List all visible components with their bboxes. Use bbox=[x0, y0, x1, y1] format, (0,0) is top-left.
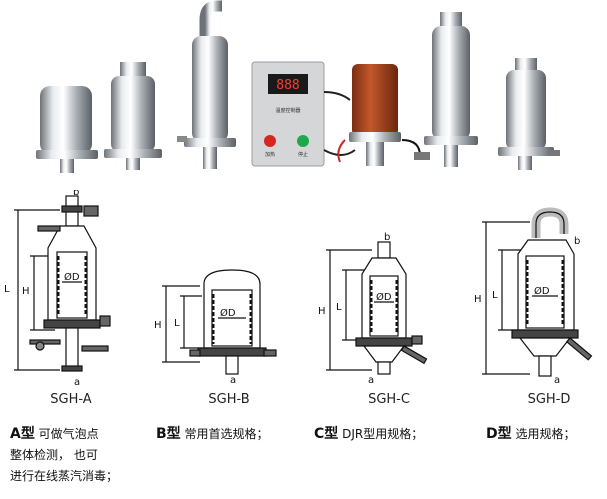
dim-label-a: a bbox=[368, 375, 374, 386]
dim-label-h: H bbox=[22, 286, 30, 297]
caption-d-letter: D bbox=[486, 426, 498, 442]
dim-label-b: b bbox=[73, 190, 79, 198]
caption-a-line-3: 进行在线蒸汽消毒； bbox=[10, 469, 119, 483]
dim-label-b: b bbox=[574, 236, 580, 247]
dim-label-l: L bbox=[174, 318, 180, 329]
dim-label-b: b bbox=[384, 232, 390, 243]
dim-label-h: H bbox=[474, 294, 482, 305]
caption-d-suffix: 型 bbox=[497, 426, 512, 442]
dim-label-h: H bbox=[154, 320, 162, 331]
heat-button-label: 加热 bbox=[265, 151, 275, 158]
stop-button-label: 停止 bbox=[298, 151, 308, 158]
dim-label-l: L bbox=[4, 284, 10, 295]
controller-box: 888 温度控制器 加热 停止 bbox=[251, 61, 356, 167]
dim-label-l: L bbox=[336, 302, 342, 313]
model-label-sgh-b: SGH-B bbox=[208, 392, 250, 407]
diagram-sgh-b: H L ØD a bbox=[154, 269, 277, 386]
dim-label-d: ØD bbox=[534, 285, 550, 297]
caption-a-suffix: 型 bbox=[20, 426, 35, 442]
stop-button bbox=[297, 135, 309, 147]
housing-photo-2 bbox=[104, 62, 162, 170]
diagram-sgh-a: L H ØD b a bbox=[4, 190, 111, 388]
caption-b-line-1: 常用首选规格； bbox=[184, 427, 269, 441]
caption-c-suffix: 型 bbox=[324, 426, 339, 442]
caption-a-line-2: 整体检测， 也可 bbox=[10, 448, 98, 462]
housing-photo-3 bbox=[177, 0, 236, 169]
caption-b: B型 常用首选规格； bbox=[156, 424, 269, 445]
caption-a-line-1: 可做气泡点 bbox=[38, 427, 99, 441]
dim-label-d: ØD bbox=[220, 307, 236, 319]
dim-label-l: L bbox=[492, 290, 498, 301]
heat-button bbox=[264, 135, 276, 147]
housing-photo-heater bbox=[337, 64, 421, 166]
caption-c-line-1: DJR型用规格； bbox=[342, 427, 424, 441]
dim-label-d: ØD bbox=[64, 271, 80, 283]
dim-label-a: a bbox=[554, 375, 560, 386]
caption-c: C型 DJR型用规格； bbox=[314, 424, 423, 445]
caption-a-letter: A bbox=[10, 426, 21, 442]
housing-photo-5 bbox=[414, 12, 478, 167]
dim-label-h: H bbox=[318, 306, 326, 317]
caption-d-line-1: 选用规格； bbox=[515, 427, 576, 441]
model-label-sgh-a: SGH-A bbox=[50, 392, 92, 407]
caption-c-letter: C bbox=[314, 426, 325, 442]
controller-display: 888 bbox=[276, 78, 299, 93]
product-photo: 888 温度控制器 加热 停止 bbox=[36, 0, 560, 173]
dim-label-a: a bbox=[74, 377, 80, 388]
caption-b-letter: B bbox=[156, 426, 167, 442]
caption-b-suffix: 型 bbox=[166, 426, 181, 442]
controller-panel-text: 温度控制器 bbox=[275, 107, 300, 114]
dim-label-d: ØD bbox=[376, 291, 392, 303]
caption-d: D型 选用规格； bbox=[486, 424, 575, 445]
housing-photo-1 bbox=[36, 86, 98, 173]
model-label-sgh-d: SGH-D bbox=[527, 392, 571, 407]
dim-label-a: a bbox=[230, 375, 236, 386]
diagram-sgh-c: H L ØD b a bbox=[318, 232, 428, 386]
model-label-sgh-c: SGH-C bbox=[368, 392, 410, 407]
housing-photo-6 bbox=[498, 58, 560, 170]
diagram-sgh-d: H L ØD b a bbox=[474, 207, 593, 386]
caption-a: A型 可做气泡点 整体检测， 也可 进行在线蒸汽消毒； bbox=[10, 424, 118, 487]
